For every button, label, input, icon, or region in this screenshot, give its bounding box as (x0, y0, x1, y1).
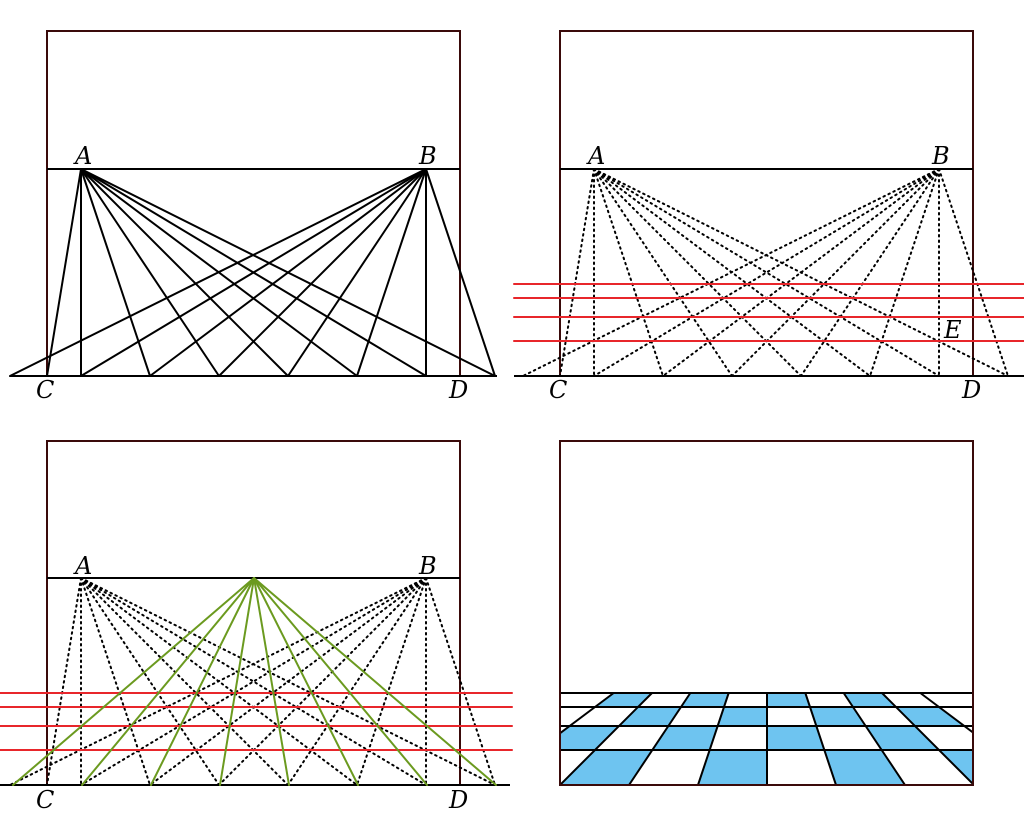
ray-from-a (80, 168, 289, 377)
ray-from-a (80, 577, 220, 786)
label-b: B (418, 552, 437, 580)
ray-from-a (80, 168, 151, 377)
label-b: B (418, 142, 437, 170)
label-a: A (73, 552, 92, 580)
green-ray (253, 577, 290, 786)
ray-from-a (80, 168, 220, 377)
label-c: C (36, 786, 54, 814)
grid-line-group (560, 692, 973, 785)
tile-white (724, 693, 767, 707)
green-ray (81, 577, 255, 786)
label-d: D (448, 786, 468, 814)
ray-from-b (425, 168, 496, 377)
floor-column-line (560, 692, 615, 735)
label-e: E (943, 316, 962, 344)
ray-from-a (593, 168, 802, 377)
tile-white (915, 726, 973, 750)
tile-blue (824, 750, 905, 785)
tile-blue (698, 750, 767, 785)
tile-blue (843, 693, 896, 707)
ray-from-b (356, 168, 427, 377)
ray-from-b (218, 577, 427, 786)
green-ray (150, 577, 255, 786)
tile-white (805, 693, 853, 707)
panel-frame (46, 440, 461, 786)
tile-white (569, 707, 638, 726)
ray-from-b (149, 577, 427, 786)
green-ray (253, 577, 428, 786)
ray-from-b (9, 168, 427, 377)
floor-column-line (560, 692, 653, 785)
tile-white (767, 750, 836, 785)
ray-from-b (662, 168, 940, 377)
label-b: B (931, 142, 950, 170)
tile-white (816, 726, 882, 750)
green-ray (219, 577, 255, 786)
green-fan-group (12, 577, 497, 786)
floor-column-line (881, 692, 973, 785)
tile-blue (652, 726, 718, 750)
floor-column-line (842, 692, 906, 785)
label-d: D (961, 376, 981, 404)
label-c: C (36, 376, 54, 404)
tile-white (881, 750, 973, 785)
ray-from-a (593, 168, 733, 377)
green-ray (253, 577, 497, 786)
label-c: C (549, 376, 567, 404)
green-ray (253, 577, 359, 786)
floor-column-line (697, 692, 730, 785)
ray-from-a (80, 577, 289, 786)
ray-from-b (356, 577, 427, 786)
panel-frame (559, 440, 974, 786)
panel-checkerboard (559, 440, 974, 786)
panel-solid-rays: A B C D (9, 30, 497, 404)
tile-white (709, 726, 767, 750)
tile-blue (810, 707, 866, 726)
tile-blue (560, 726, 619, 750)
tile-white (638, 693, 691, 707)
tile-group (560, 693, 973, 785)
ray-from-b (522, 168, 940, 377)
transversal-group (0, 692, 513, 751)
panel-frame (559, 30, 974, 377)
ray-group (9, 168, 496, 377)
tile-blue (560, 750, 653, 785)
floor-column-line (628, 692, 692, 785)
floor-column-line (804, 692, 837, 785)
floor-column-line (919, 692, 973, 734)
ray-from-b (287, 577, 427, 786)
ray-group (9, 577, 496, 786)
panel-green-fan: A B C D (0, 440, 513, 814)
tile-white (767, 707, 817, 726)
ray-group (522, 168, 1009, 377)
ray-from-b (800, 168, 940, 377)
tile-blue (767, 693, 810, 707)
tile-blue (681, 693, 729, 707)
ray-from-a (46, 168, 82, 377)
ray-from-b (80, 168, 427, 377)
ray-from-b (287, 168, 427, 377)
tile-white (668, 707, 724, 726)
ray-from-b (149, 168, 427, 377)
label-a: A (586, 142, 605, 170)
panel-frame (46, 30, 461, 377)
tile-blue (896, 707, 965, 726)
ray-from-b (869, 168, 940, 377)
ray-from-a (46, 577, 82, 786)
green-ray (12, 577, 255, 786)
label-a: A (73, 142, 92, 170)
panel-dotted-rays-transversals: A B C D E (513, 30, 1024, 404)
ray-from-a (559, 168, 595, 377)
transversal-group (513, 283, 1024, 342)
tile-blue (717, 707, 767, 726)
label-d: D (448, 376, 468, 404)
ray-from-b (218, 168, 427, 377)
tile-blue (767, 726, 825, 750)
ray-from-a (80, 577, 151, 786)
ray-from-b (731, 168, 940, 377)
tile-white (629, 750, 710, 785)
ray-from-a (593, 168, 664, 377)
